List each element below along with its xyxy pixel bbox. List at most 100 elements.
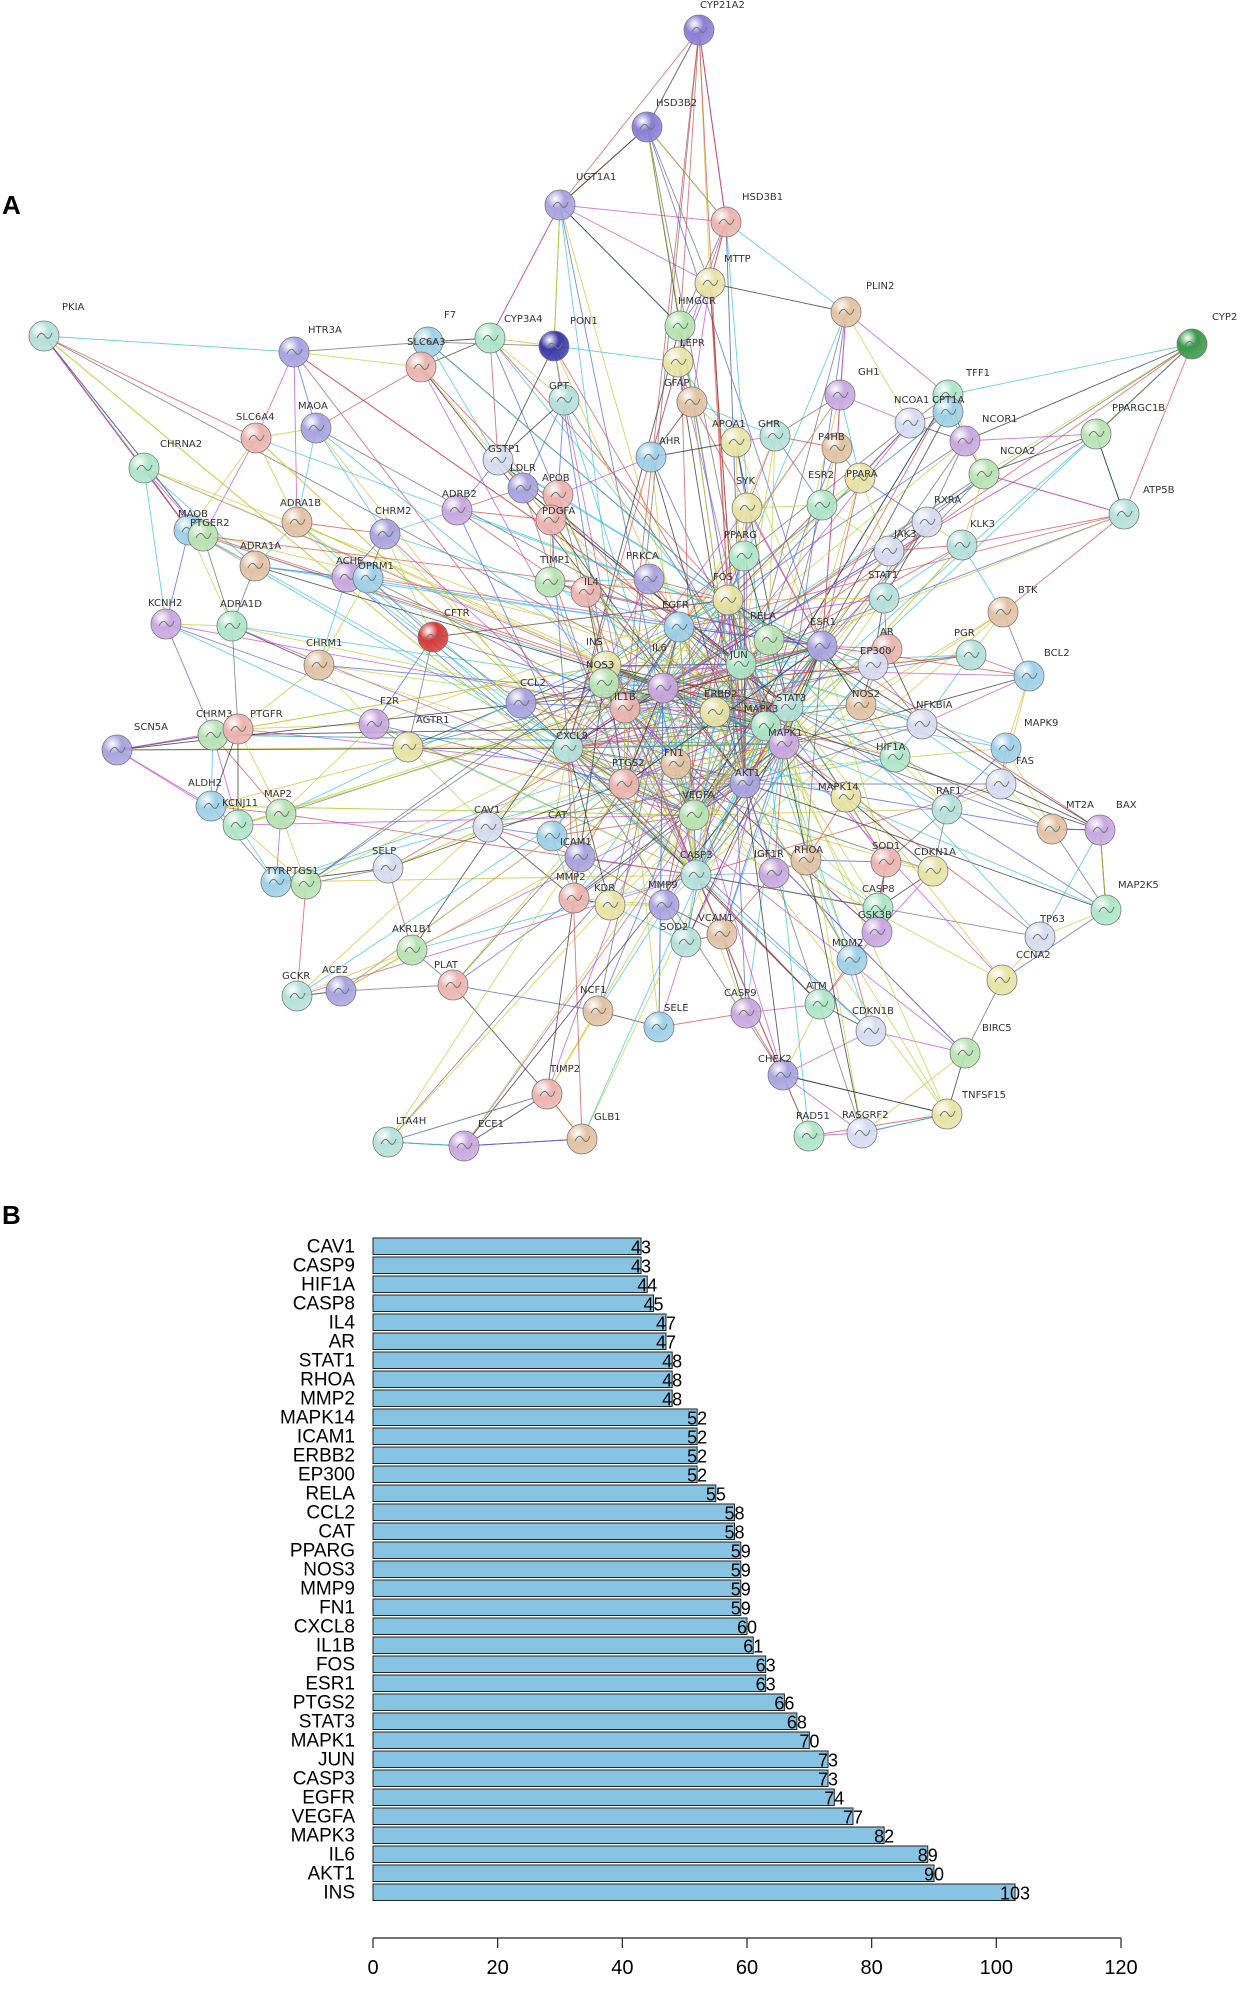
- node-structure-icon: [513, 699, 530, 706]
- node-sphere: [987, 596, 1019, 628]
- node-label: CDKN1B: [852, 1006, 894, 1017]
- network-edge: [805, 645, 823, 861]
- network-edge: [1001, 909, 1107, 981]
- node-label: KCNH2: [148, 598, 182, 609]
- node-structure-icon: [158, 620, 175, 627]
- node-label: APOA1: [712, 419, 746, 430]
- node-sphere: [448, 1130, 480, 1162]
- node-sphere: [352, 562, 384, 594]
- node-sphere: [635, 441, 667, 473]
- network-edge: [678, 626, 823, 647]
- network-node: ADRA1B: [280, 498, 321, 538]
- node-sphere: [609, 692, 641, 724]
- category-label: MAPK3: [291, 1826, 355, 1847]
- node-structure-icon: [550, 491, 567, 498]
- network-node: PPARG: [724, 530, 760, 572]
- network-node: FAS: [985, 756, 1034, 800]
- node-structure-icon: [838, 793, 855, 800]
- network-edge: [367, 577, 626, 709]
- network-edge: [293, 351, 742, 665]
- node-sphere: [870, 846, 902, 878]
- node-structure-icon: [1044, 825, 1061, 832]
- node-sphere: [821, 432, 853, 464]
- node-structure-icon: [994, 976, 1011, 983]
- node-structure-icon: [598, 662, 615, 669]
- node-label: PKIA: [62, 302, 85, 313]
- node-label: NCF1: [580, 985, 607, 996]
- value-label: 48: [662, 1371, 682, 1391]
- node-structure-icon: [670, 358, 687, 365]
- value-label: 77: [843, 1808, 863, 1828]
- network-edge: [579, 856, 697, 876]
- node-structure-icon: [814, 501, 831, 508]
- network-edge: [624, 707, 695, 816]
- node-label: IL6: [652, 643, 667, 654]
- node-label: TP63: [1039, 914, 1065, 925]
- network-edge: [427, 341, 499, 461]
- node-structure-icon: [832, 391, 849, 398]
- node-structure-icon: [655, 684, 672, 691]
- network-edge: [489, 204, 561, 339]
- node-structure-icon: [268, 878, 285, 885]
- node-sphere: [1090, 894, 1122, 926]
- node-label: MAPK1: [768, 728, 802, 739]
- network-edge: [845, 311, 949, 396]
- node-sphere: [758, 857, 790, 889]
- node-structure-icon: [672, 322, 689, 329]
- network-node: MAP2: [264, 789, 297, 830]
- node-label: KCNJ11: [222, 798, 258, 809]
- network-node: KLK3: [946, 519, 995, 561]
- network-node: PPARA: [844, 462, 878, 494]
- bar: [372, 1522, 736, 1540]
- node-structure-icon: [542, 578, 559, 585]
- node-structure-icon: [195, 532, 212, 539]
- network-edge: [549, 578, 650, 583]
- node-label: SELE: [664, 1003, 689, 1014]
- network-edge: [808, 1113, 948, 1137]
- network-node: CPT1A: [932, 395, 964, 428]
- value-label: 52: [687, 1466, 707, 1486]
- network-node: APOA1: [712, 419, 752, 458]
- network-edge: [567, 747, 934, 872]
- network-edge: [883, 544, 963, 599]
- node-sphere: [564, 841, 596, 873]
- network-edge: [237, 687, 664, 826]
- network-edge: [387, 706, 789, 869]
- node-sphere: [222, 713, 254, 745]
- node-sphere: [1084, 814, 1116, 846]
- node-sphere: [660, 748, 692, 780]
- network-edge: [727, 599, 789, 708]
- node-label: KDR: [594, 883, 615, 894]
- network-edge: [782, 1074, 863, 1134]
- network-edge: [43, 335, 190, 531]
- category-label: PPARG: [290, 1541, 355, 1562]
- node-label: F7: [444, 310, 456, 321]
- node-structure-icon: [939, 1110, 956, 1117]
- network-node: CASP3: [680, 850, 713, 891]
- node-sphere: [505, 687, 537, 719]
- node-structure-icon: [737, 779, 754, 786]
- network-node: HSD3B1: [710, 192, 783, 238]
- network-edge: [693, 663, 742, 816]
- node-label: AKT1: [735, 768, 760, 779]
- network-node: ADRB2: [441, 489, 477, 526]
- node-sphere: [507, 472, 539, 504]
- bar: [372, 1370, 673, 1388]
- network-edge: [275, 706, 789, 883]
- node-sphere: [1080, 418, 1112, 450]
- network-node: FOS: [712, 572, 744, 616]
- node-sphere: [857, 649, 889, 681]
- network-edge: [237, 723, 375, 730]
- network-edge: [237, 664, 320, 730]
- network-edge: [663, 814, 695, 906]
- network-edge: [695, 599, 729, 876]
- category-label: FOS: [316, 1655, 355, 1676]
- node-label: TIMP2: [549, 1064, 580, 1075]
- node-structure-icon: [247, 562, 264, 569]
- node-structure-icon: [678, 938, 695, 945]
- node-structure-icon: [590, 1007, 607, 1014]
- node-sphere: [128, 452, 160, 484]
- network-node: SCN5A: [101, 722, 168, 766]
- network-edge: [231, 625, 785, 745]
- network-node: CYP3A4: [474, 314, 543, 354]
